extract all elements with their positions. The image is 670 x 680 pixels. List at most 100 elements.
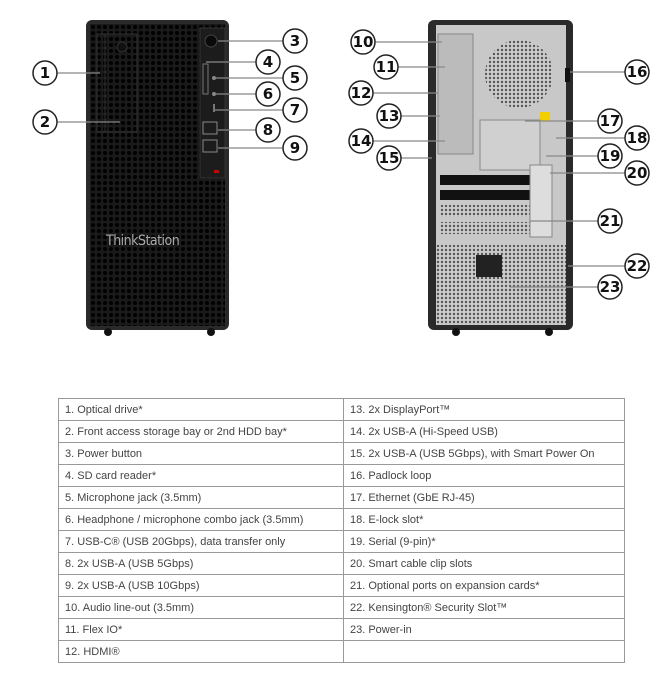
callout-circle [624,125,650,151]
callout-number: 11 [376,58,397,76]
legend-cell: 6. Headphone / microphone combo jack (3.… [58,508,344,531]
table-row: 1. Optical drive*13. 2x DisplayPort™ [58,398,625,421]
callout-number: 9 [290,139,300,157]
callout-number: 18 [627,129,648,147]
legend-cell: 15. 2x USB-A (USB 5Gbps), with Smart Pow… [343,442,625,465]
callout-circle [255,81,281,107]
callout-number: 19 [600,147,621,165]
callout-circle [373,54,399,80]
callout-number: 1 [40,64,50,82]
front-view: ThinkStation [86,20,229,336]
callout-11: 11 [373,54,445,80]
legend-cell: 13. 2x DisplayPort™ [343,398,625,421]
callout-number: 13 [379,107,400,125]
callout-circle [624,160,650,186]
callout-number: 3 [290,32,300,50]
callout-circle [597,143,623,169]
callout-9: 9 [218,135,308,161]
table-row: 4. SD card reader*16. Padlock loop [58,464,625,487]
callout-19: 19 [546,143,623,169]
callout-circle [282,135,308,161]
legend-cell [343,640,625,663]
callout-number: 15 [379,149,400,167]
callout-18: 18 [556,125,650,151]
callout-6: 6 [216,81,281,107]
callout-circle [376,103,402,129]
callout-circle [597,274,623,300]
legend-cell: 18. E-lock slot* [343,508,625,531]
callout-number: 8 [263,121,273,139]
callout-circle [348,80,374,106]
legend-cell: 3. Power button [58,442,344,465]
callout-2: 2 [32,109,120,135]
thinkstation-logo: ThinkStation [105,233,179,249]
callout-circle [376,145,402,171]
callout-number: 6 [263,85,273,103]
callout-circle [255,117,281,143]
callout-circle [32,109,58,135]
callout-circle [624,253,650,279]
callout-4: 4 [206,49,281,75]
callout-3: 3 [218,28,308,54]
callout-number: 21 [600,212,621,230]
legend-cell: 5. Microphone jack (3.5mm) [58,486,344,509]
callout-number: 2 [40,113,50,131]
callout-13: 13 [376,103,440,129]
callout-20: 20 [550,160,650,186]
legend-cell: 16. Padlock loop [343,464,625,487]
legend-cell: 22. Kensington® Security Slot™ [343,596,625,619]
callout-number: 17 [600,112,621,130]
callout-12: 12 [348,80,438,106]
table-row: 2. Front access storage bay or 2nd HDD b… [58,420,625,443]
legend-cell: 7. USB-C® (USB 20Gbps), data transfer on… [58,530,344,553]
legend-cell: 9. 2x USB-A (USB 10Gbps) [58,574,344,597]
callout-circle [282,65,308,91]
callout-22: 22 [568,253,650,279]
table-row: 5. Microphone jack (3.5mm)17. Ethernet (… [58,486,625,509]
legend-cell: 4. SD card reader* [58,464,344,487]
workstation-diagram: ThinkStation 123456789101112131415161718… [32,20,650,336]
callout-number: 22 [627,257,648,275]
callout-number: 16 [627,63,648,81]
legend-cell: 23. Power-in [343,618,625,641]
callout-7: 7 [215,97,308,123]
table-row: 6. Headphone / microphone combo jack (3.… [58,508,625,531]
callout-number: 20 [627,164,648,182]
callout-1: 1 [32,60,100,86]
callout-10: 10 [350,29,442,55]
callout-15: 15 [376,145,432,171]
legend-cell: 8. 2x USB-A (USB 5Gbps) [58,552,344,575]
table-row: 11. Flex IO*23. Power-in [58,618,625,641]
callout-circle [624,59,650,85]
callout-circle [282,97,308,123]
callout-number: 23 [600,278,621,296]
table-row: 10. Audio line-out (3.5mm)22. Kensington… [58,596,625,619]
callout-number: 5 [290,69,300,87]
table-row: 12. HDMI® [58,640,625,663]
legend-cell: 10. Audio line-out (3.5mm) [58,596,344,619]
legend-cell: 21. Optional ports on expansion cards* [343,574,625,597]
callout-14: 14 [348,128,445,154]
callout-number: 7 [290,101,300,119]
legend-cell: 12. HDMI® [58,640,344,663]
callout-number: 10 [353,33,374,51]
legend-cell: 20. Smart cable clip slots [343,552,625,575]
callout-circle [597,208,623,234]
table-row: 8. 2x USB-A (USB 5Gbps)20. Smart cable c… [58,552,625,575]
callout-5: 5 [216,65,308,91]
table-row: 9. 2x USB-A (USB 10Gbps)21. Optional por… [58,574,625,597]
callout-circle [282,28,308,54]
callout-23: 23 [510,274,623,300]
callout-number: 14 [351,132,372,150]
callout-circle [255,49,281,75]
callout-number: 12 [351,84,372,102]
legend-cell: 1. Optical drive* [58,398,344,421]
legend-cell: 14. 2x USB-A (Hi-Speed USB) [343,420,625,443]
callout-circle [32,60,58,86]
callout-circle [350,29,376,55]
callout-17: 17 [525,108,623,134]
callout-circle [597,108,623,134]
legend-cell: 17. Ethernet (GbE RJ-45) [343,486,625,509]
